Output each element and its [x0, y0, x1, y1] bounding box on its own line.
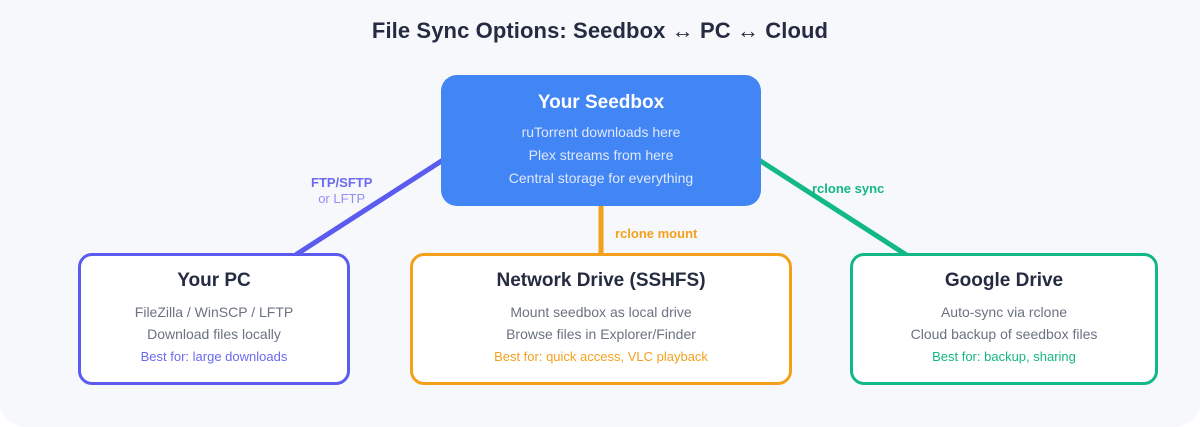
node-google-drive-title: Google Drive [944, 269, 1064, 291]
node-your-pc[interactable]: Your PC FileZilla / WinSCP / LFTP Downlo… [78, 253, 350, 385]
node-your-pc-best-for: Best for: large downloads [140, 349, 288, 365]
node-network-drive-line-2: Browse files in Explorer/Finder [506, 326, 696, 343]
edge-seedbox-to-gdrive [756, 157, 911, 259]
edge-label-ftp-sftp: FTP/SFTP or LFTP [311, 175, 372, 206]
edge-label-ftp-sftp-main: FTP/SFTP [311, 175, 373, 190]
node-network-drive-line-1: Mount seedbox as local drive [510, 303, 692, 320]
edge-label-rclone-sync: rclone sync [812, 181, 885, 196]
node-network-drive-best-for: Best for: quick access, VLC playback [494, 349, 708, 365]
page-title: File Sync Options: Seedbox ↔ PC ↔ Cloud [371, 18, 829, 43]
node-your-pc-title: Your PC [177, 269, 251, 291]
node-google-drive-best-for: Best for: backup, sharing [932, 349, 1076, 365]
node-google-drive-line-2: Cloud backup of seedbox files [910, 326, 1098, 343]
edge-label-ftp-sftp-sub: or LFTP [318, 191, 366, 206]
edge-label-rclone-mount: rclone mount [615, 226, 698, 241]
edge-seedbox-to-pc [294, 157, 446, 257]
node-your-pc-line-1: FileZilla / WinSCP / LFTP [134, 303, 294, 320]
node-google-drive-line-1: Auto-sync via rclone [940, 303, 1068, 320]
node-seedbox-title: Your Seedbox [537, 91, 665, 113]
node-seedbox[interactable]: Your Seedbox ruTorrent downloads here Pl… [441, 75, 761, 206]
node-seedbox-line-1: ruTorrent downloads here [521, 124, 681, 141]
node-network-drive-title: Network Drive (SSHFS) [496, 269, 706, 291]
node-your-pc-line-2: Download files locally [147, 326, 281, 343]
node-network-drive[interactable]: Network Drive (SSHFS) Mount seedbox as l… [410, 253, 792, 385]
node-seedbox-line-2: Plex streams from here [528, 147, 674, 164]
node-seedbox-line-3: Central storage for everything [508, 169, 694, 186]
node-google-drive[interactable]: Google Drive Auto-sync via rclone Cloud … [850, 253, 1158, 385]
